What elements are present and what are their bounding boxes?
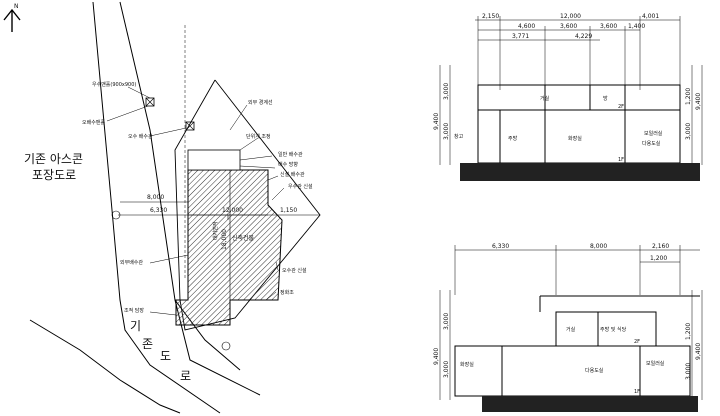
- upper-ground: [460, 163, 700, 181]
- callout-11: 오수관 신설: [282, 267, 307, 274]
- lower-dim-lines: [439, 245, 703, 400]
- building-footprint: [175, 149, 283, 326]
- upper-second-dim-1: 4,600: [518, 23, 535, 30]
- lower-left-dim-1: 9,400: [433, 348, 440, 365]
- callout-13: 조적 담장: [124, 307, 144, 314]
- north-arrow-icon: [3, 8, 21, 32]
- dim-d4: 1,150: [280, 207, 297, 214]
- road-char-3: 도: [160, 349, 171, 363]
- callout-3: 오수 배수관: [128, 133, 153, 140]
- dim-d5: 18,000: [221, 229, 228, 250]
- site-plan: N 신축건물 대지면적: [3, 1, 321, 414]
- callout-6: 일반 배수관: [278, 151, 303, 158]
- lower-top-dim-1: 6,330: [492, 243, 509, 250]
- upper-left-dim-3: 3,000: [443, 123, 450, 140]
- manhole-icon: [145, 97, 155, 107]
- lower-left-dim-3: 3,000: [443, 361, 450, 378]
- road-label-line2: 포장도로: [32, 168, 76, 182]
- dim-d2: 6,330: [150, 207, 167, 214]
- callout-1: 우수맨홀(900x900): [92, 81, 136, 88]
- lower-right-dim-2: 3,000: [685, 363, 692, 380]
- grid-marker-icon: [221, 341, 231, 351]
- upper-third-dim-2: 4,229: [575, 33, 592, 40]
- upper-room-5: 화장실: [568, 135, 582, 142]
- upper-room-2: 방: [603, 95, 608, 102]
- site-dimensions: [118, 201, 320, 220]
- dim-d1: 8,000: [147, 194, 164, 201]
- upper-room-7: 다용도실: [642, 140, 661, 147]
- road-char-2: 존: [142, 337, 153, 351]
- upper-dim-lines: [439, 16, 703, 165]
- lower-side-dim: 1,200: [650, 255, 667, 262]
- manhole-icon: [185, 121, 195, 131]
- upper-room-6: 보일러실: [644, 130, 663, 137]
- lower-left-dim-2: 3,000: [443, 313, 450, 330]
- upper-second-dim-4: 1,400: [628, 23, 645, 30]
- upper-room-3: 창고: [454, 133, 464, 140]
- callout-4: 외부 경계선: [248, 99, 273, 106]
- callout-5: 단위계 조정: [246, 133, 271, 140]
- lower-ground: [482, 396, 698, 412]
- dim-d3: 12,000: [222, 207, 243, 214]
- upper-elevation: 2,150 12,000 4,001 4,600 3,600 3,600 1,4…: [433, 13, 703, 181]
- callout-leaders: [106, 86, 285, 316]
- upper-room-4: 주방: [508, 135, 518, 142]
- grid-marker-icon: [111, 210, 121, 220]
- lower-right-dim-4: 1,200: [685, 323, 692, 340]
- upper-top-dim-3: 4,001: [642, 13, 659, 20]
- callout-8: 신설 배수관: [280, 171, 305, 178]
- upper-building: [477, 84, 681, 164]
- road-label-line1: 기존 아스콘: [24, 152, 83, 166]
- upper-right-dim-2: 3,000: [685, 123, 692, 140]
- lower-top-dim-2: 8,000: [590, 243, 607, 250]
- lower-mark-1f: 1F: [634, 389, 640, 395]
- upper-left-dim-1: 9,400: [433, 113, 440, 130]
- upper-top-dim-2: 12,000: [560, 13, 581, 20]
- callout-7: 배수 방향: [278, 161, 298, 168]
- callout-12: 정화조: [280, 289, 294, 296]
- lower-room-1: 거실: [566, 326, 576, 333]
- lower-mark-2f: 2F: [634, 339, 640, 345]
- area-label: 대지면적: [212, 222, 219, 240]
- upper-mark-1f: 1F: [618, 157, 624, 163]
- upper-right-dim-1: 9,400: [695, 93, 702, 110]
- upper-third-dim-1: 3,771: [512, 33, 529, 40]
- lower-elevation: 6,330 8,000 2,160 1,200 9,400 3,000 3,00…: [433, 243, 703, 412]
- road-char-4: 로: [180, 369, 191, 383]
- upper-second-dim-3: 3,600: [600, 23, 617, 30]
- lower-top-dim-3: 2,160: [652, 243, 669, 250]
- upper-top-dim-1: 2,150: [482, 13, 499, 20]
- callout-2: 오배수맨홀: [82, 119, 105, 126]
- upper-right-dim-4: 1,200: [685, 88, 692, 105]
- lower-room-2: 주방 및 식당: [600, 326, 627, 333]
- lower-room-5: 보일러실: [646, 360, 665, 367]
- lower-room-4: 화장실: [460, 361, 474, 368]
- building-label: 신축건물: [232, 234, 255, 242]
- upper-room-1: 거실: [540, 95, 550, 102]
- north-label: N: [14, 3, 19, 10]
- callout-9: 우수관 신설: [288, 183, 313, 190]
- lower-building: [454, 295, 700, 397]
- upper-left-dim-2: 3,000: [443, 83, 450, 100]
- upper-second-dim-2: 3,600: [560, 23, 577, 30]
- upper-mark-2f: 2F: [618, 104, 624, 110]
- road-char-1: 기: [130, 319, 141, 333]
- lower-right-dim-1: 9,400: [695, 343, 702, 360]
- callout-10: 외부배수관: [120, 259, 143, 266]
- lower-room-3: 다용도실: [585, 367, 604, 374]
